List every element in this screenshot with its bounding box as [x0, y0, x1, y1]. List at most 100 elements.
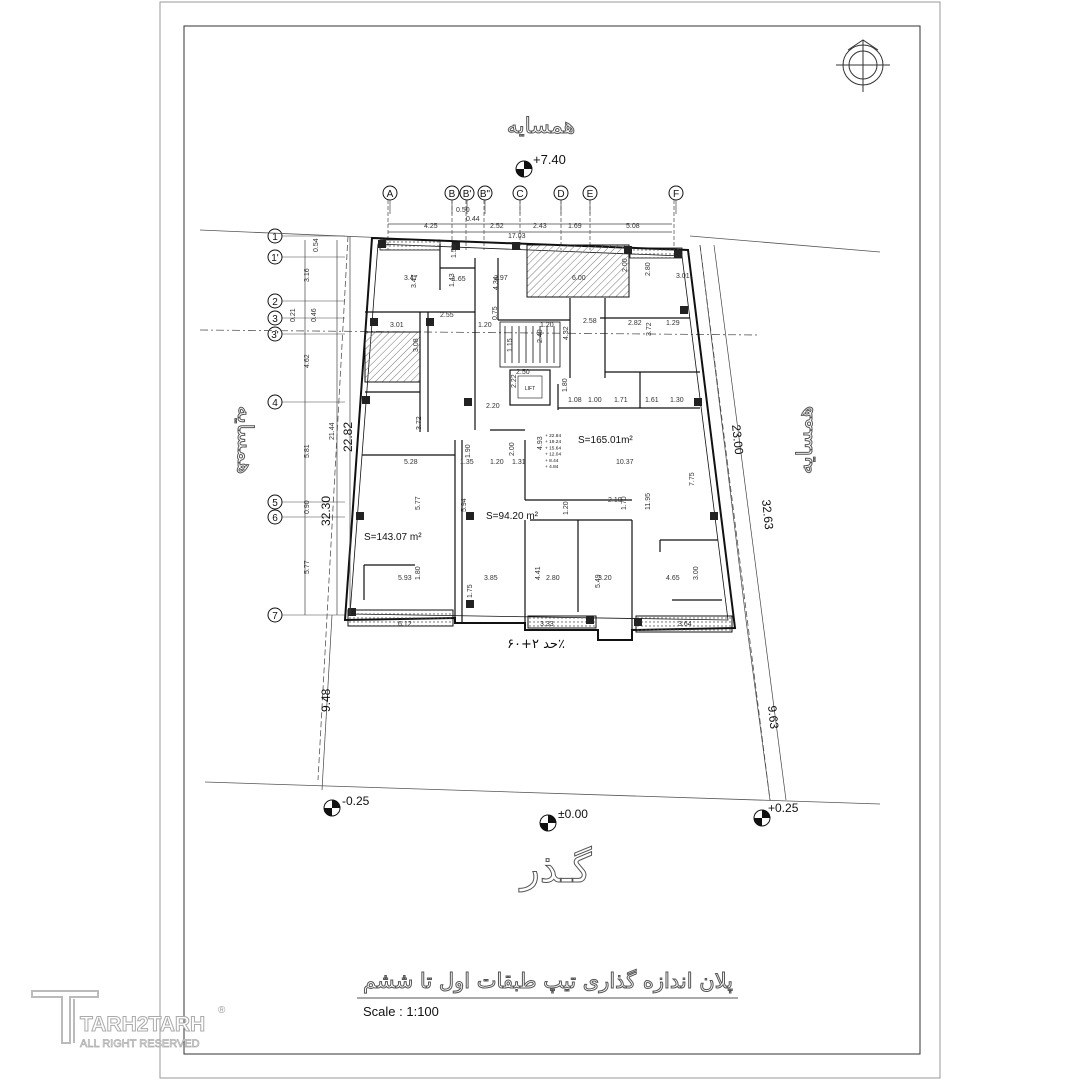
- level-top-value: +7.40: [533, 152, 566, 167]
- interior-dimension: 5.77: [415, 496, 422, 510]
- neighbor-top-label: همسایه: [507, 114, 576, 139]
- dim-left-4: 0.46: [311, 308, 318, 322]
- grid-column-label: A: [387, 189, 394, 200]
- limit-note: حد ۲+۶۰٪: [507, 637, 565, 652]
- dim-top-5: 2.43: [533, 223, 547, 230]
- grid-row-bubble: 4: [267, 394, 345, 410]
- scale-note: Scale : 1:100: [363, 1004, 439, 1019]
- structural-column: [452, 242, 460, 250]
- grid-column-bubble: B': [459, 185, 475, 214]
- dim-left-7: 0.90: [304, 500, 311, 514]
- structural-column: [362, 396, 370, 404]
- dim-left-front: 9.48: [319, 688, 333, 712]
- interior-dimension: 2.50: [516, 369, 530, 376]
- interior-dimension: 4.32: [563, 326, 570, 340]
- interior-dimension: 2.10: [608, 497, 622, 504]
- interior-dimension: 2.20: [486, 403, 500, 410]
- interior-dimension: 1.65: [452, 276, 466, 283]
- interior-dimension: 0.75: [492, 306, 499, 320]
- grid-row-label: 3': [271, 330, 279, 341]
- interior-dimension: 1.30: [670, 397, 684, 404]
- interior-dimension: 1.35: [460, 459, 474, 466]
- interior-dimension: 2.00: [622, 258, 629, 272]
- interior-dimension: 3.20: [598, 575, 612, 582]
- grid-column-label: E: [587, 189, 594, 200]
- grid-row-label: 3: [272, 314, 278, 325]
- area-middle: S=94.20 m²: [486, 511, 539, 522]
- structural-column: [348, 608, 356, 616]
- right-dimension-chain: [699, 244, 787, 801]
- interior-dimension: 7.75: [689, 472, 696, 486]
- street-label: گـذر: [518, 846, 592, 892]
- interior-dimension: 1.90: [465, 444, 472, 458]
- interior-dimension: 1.75: [467, 584, 474, 598]
- rear-strip-left: [379, 239, 441, 251]
- floor-level-item: + 12.04: [545, 452, 561, 458]
- structural-column: [426, 318, 434, 326]
- grid-column-bubble: B": [477, 185, 493, 214]
- grid-row-label: 7: [272, 611, 278, 622]
- grid-column-bubble: A: [382, 185, 398, 214]
- dim-left-outer-total: 32.30: [319, 496, 333, 526]
- dim-top-total: 17.03: [508, 233, 526, 240]
- grid-row-bubble: 2: [267, 293, 345, 309]
- grid-row-label: 1: [272, 232, 278, 243]
- dim-left-1: 0.54: [313, 238, 320, 252]
- dim-left-inner-total: 21.44: [329, 422, 336, 440]
- level-marker-center: ±0.00: [539, 807, 588, 832]
- structural-column: [694, 398, 702, 406]
- interior-dimension: 4.41: [535, 566, 542, 580]
- dim-left-6: 5.81: [304, 444, 311, 458]
- structural-column: [356, 512, 364, 520]
- interior-dimension: 5.28: [404, 459, 418, 466]
- grid-column-label: B': [463, 189, 472, 200]
- interior-dimension: 2.55: [440, 312, 454, 319]
- grid-row-label: 6: [272, 513, 278, 524]
- interior-dimension: 2.58: [583, 318, 597, 325]
- interior-dimension: 1.80: [415, 566, 422, 580]
- dim-top-3: 0.44: [466, 216, 480, 223]
- interior-dimension: 3.72: [646, 322, 653, 336]
- stair-core: [499, 321, 561, 368]
- interior-dimension: 5.94: [461, 498, 468, 512]
- grid-row-bubble: 7: [267, 607, 345, 623]
- dim-top-7: 5.08: [626, 223, 640, 230]
- interior-dimension: 2.97: [494, 275, 508, 282]
- interior-dimension: 1.43: [449, 273, 456, 287]
- grid-row-label: 5: [272, 498, 278, 509]
- light-well-top: [526, 244, 630, 298]
- dim-right-front: 9.63: [765, 705, 781, 730]
- grid-row-bubble: 3: [267, 310, 345, 326]
- interior-dimension: 3.08: [413, 338, 420, 352]
- interior-dimension: 4.34: [493, 276, 500, 290]
- level-right-value: +0.25: [768, 801, 799, 815]
- grid-column-label: B": [480, 189, 491, 200]
- dim-top-4: 2.52: [490, 223, 504, 230]
- structural-column: [624, 246, 632, 254]
- interior-dimension: 3.64: [678, 621, 692, 628]
- interior-dimension: 5.49: [595, 574, 602, 588]
- interior-dimension: 1.70: [621, 496, 628, 510]
- interior-dimension: 2.80: [546, 575, 560, 582]
- structural-column: [466, 600, 474, 608]
- level-left-value: -0.25: [342, 794, 370, 808]
- interior-dimension: 1.20: [563, 501, 570, 515]
- interior-dimension: 4.65: [666, 575, 680, 582]
- interior-dimension: 1.61: [645, 397, 659, 404]
- neighbor-left-label: همسایه: [232, 406, 257, 475]
- lift-shaft: LIFT: [509, 369, 551, 406]
- structural-column: [466, 512, 474, 520]
- interior-dimension: 2.22: [511, 374, 518, 388]
- left-dimension-chain: [304, 236, 351, 791]
- grid-column-label: F: [673, 189, 679, 200]
- grid-column-label: B: [449, 189, 456, 200]
- dim-left-8: 5.77: [304, 560, 311, 574]
- interior-dimension: 6.00: [572, 275, 586, 282]
- dim-left-3: 0.21: [290, 308, 297, 322]
- interior-dimension: 2.82: [628, 320, 642, 327]
- grid-row-bubble: 5: [267, 494, 345, 510]
- floor-level-item: + 4.84: [545, 464, 559, 470]
